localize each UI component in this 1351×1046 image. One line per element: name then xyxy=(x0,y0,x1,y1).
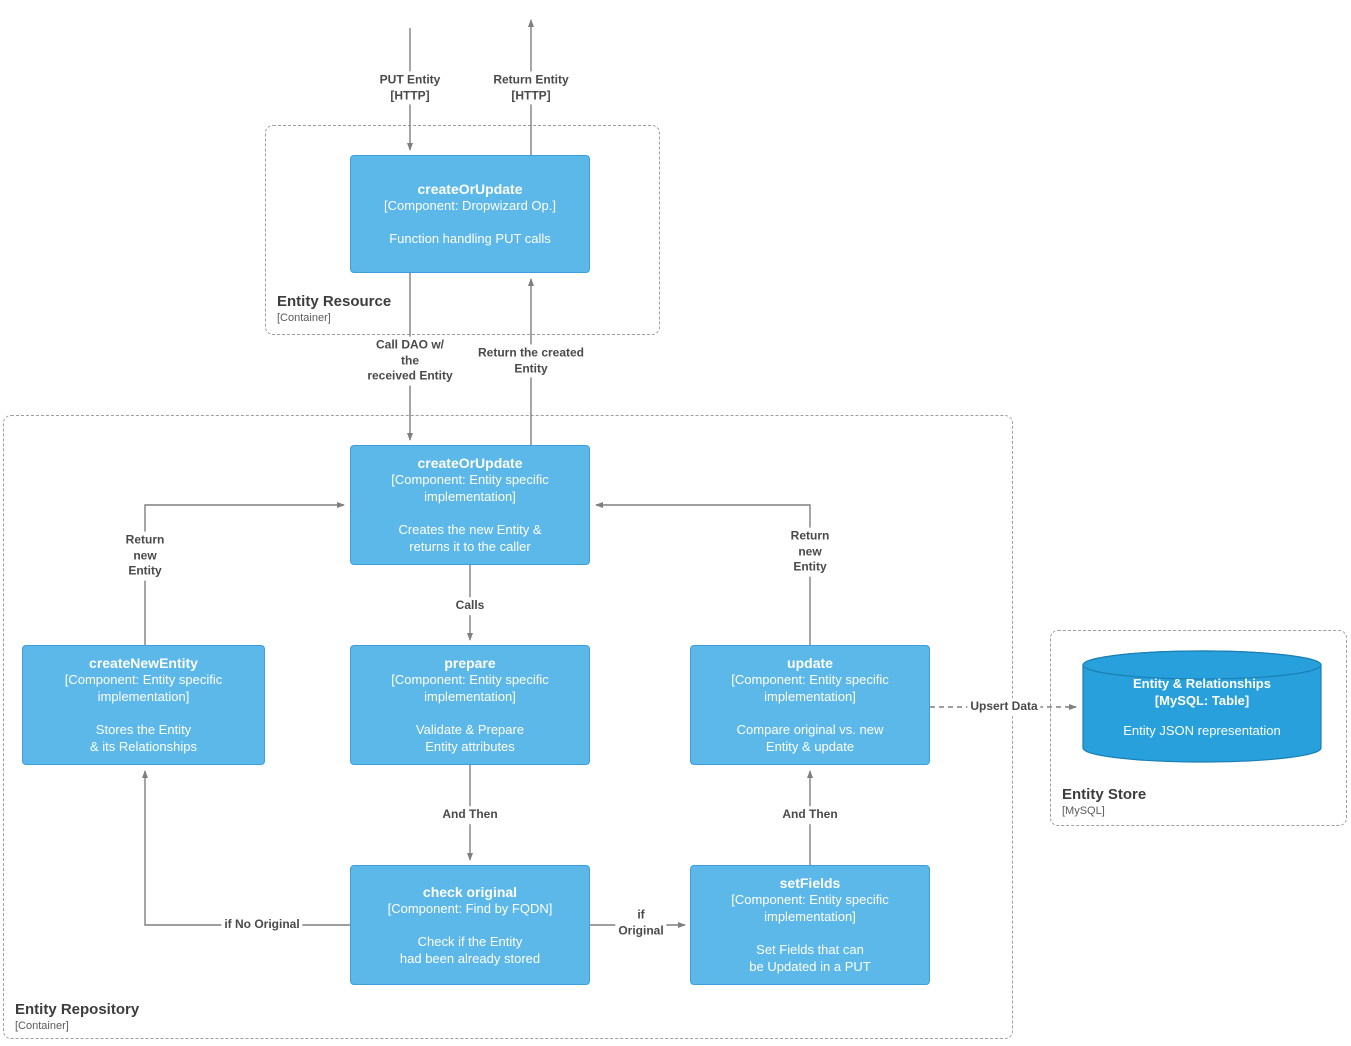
node-prepare-meta: [Component: Entity specific implementati… xyxy=(391,672,549,705)
container-entity-repository xyxy=(3,415,1013,1039)
node-createorupdate-repository-title: createOrUpdate xyxy=(417,455,523,472)
edge-label-and-then-left: And Then xyxy=(439,806,501,824)
node-createnewentity-title: createNewEntity xyxy=(89,655,198,672)
node-prepare-title: prepare xyxy=(444,655,496,672)
node-check-original: check original [Component: Find by FQDN]… xyxy=(350,865,590,985)
edge-label-and-then-right: And Then xyxy=(779,806,841,824)
node-setfields-desc: Set Fields that can be Updated in a PUT xyxy=(749,942,871,974)
node-update-title: update xyxy=(787,655,833,672)
edge-label-if-original: if Original xyxy=(615,906,667,940)
container-entity-resource xyxy=(265,125,660,335)
database-desc: Entity JSON representation xyxy=(1123,722,1281,738)
container-entity-store-subtitle: [MySQL] xyxy=(1062,805,1105,817)
node-update-desc: Compare original vs. new Entity & update xyxy=(736,722,884,754)
container-entity-resource-label: Entity Resource [Container] xyxy=(277,293,391,324)
node-createorupdate-resource: createOrUpdate [Component: Dropwizard Op… xyxy=(350,155,590,273)
node-prepare-desc: Validate & Prepare Entity attributes xyxy=(415,722,525,754)
edge-label-if-no-original: if No Original xyxy=(221,916,303,934)
edge-label-return-entity: Return Entity [HTTP] xyxy=(490,71,572,105)
database-meta: [MySQL: Table] xyxy=(1154,692,1250,708)
edge-if-no-original-line xyxy=(142,770,350,926)
container-entity-store xyxy=(1050,630,1347,826)
container-entity-store-label: Entity Store [MySQL] xyxy=(1062,786,1146,817)
edge-label-upsert-data: Upsert Data xyxy=(967,698,1041,716)
node-createorupdate-repository-meta: [Component: Entity specific implementati… xyxy=(391,472,549,505)
node-check-original-meta: [Component: Find by FQDN] xyxy=(387,900,553,916)
node-createorupdate-resource-desc: Function handling PUT calls xyxy=(389,231,551,247)
edge-return-new-right-line xyxy=(595,502,811,645)
node-setfields-meta: [Component: Entity specific implementati… xyxy=(731,892,889,925)
edge-label-call-dao: Call DAO w/ the received Entity xyxy=(364,336,456,386)
node-createorupdate-resource-meta: [Component: Dropwizard Op.] xyxy=(384,198,556,214)
edge-label-put-entity: PUT Entity [HTTP] xyxy=(376,71,444,105)
edge-return-new-left-line xyxy=(144,502,345,645)
container-entity-resource-title: Entity Resource xyxy=(277,293,392,310)
container-entity-store-title: Entity Store xyxy=(1062,786,1147,803)
node-check-original-title: check original xyxy=(422,883,518,900)
database-label: Entity & Relationships [MySQL: Table] En… xyxy=(1082,650,1322,763)
node-check-original-desc: Check if the Entity had been already sto… xyxy=(399,933,541,966)
node-prepare: prepare [Component: Entity specific impl… xyxy=(350,645,590,765)
edge-label-return-new-right: Return new Entity xyxy=(787,527,833,577)
node-createorupdate-resource-title: createOrUpdate xyxy=(417,181,523,198)
edge-label-return-new-left: Return new Entity xyxy=(122,531,168,581)
database-cylinder-icon xyxy=(1082,650,1322,763)
container-entity-repository-title: Entity Repository xyxy=(15,1001,140,1018)
database-title: Entity & Relationships xyxy=(1133,676,1271,691)
container-entity-resource-subtitle: [Container] xyxy=(277,312,331,324)
node-setfields: setFields [Component: Entity specific im… xyxy=(690,865,930,985)
container-entity-repository-subtitle: [Container] xyxy=(15,1020,69,1032)
node-createnewentity-desc: Stores the Entity & its Relationships xyxy=(90,722,197,754)
node-update-meta: [Component: Entity specific implementati… xyxy=(731,672,889,705)
node-createnewentity-meta: [Component: Entity specific implementati… xyxy=(64,672,223,705)
node-update: update [Component: Entity specific imple… xyxy=(690,645,930,765)
node-createnewentity: createNewEntity [Component: Entity speci… xyxy=(22,645,265,765)
database-entity-relationships: Entity & Relationships [MySQL: Table] En… xyxy=(1082,650,1322,763)
node-createorupdate-repository-desc: Creates the new Entity & returns it to t… xyxy=(398,522,542,554)
container-entity-repository-label: Entity Repository [Container] xyxy=(15,1001,139,1032)
edge-label-return-created: Return the created Entity xyxy=(474,344,588,378)
node-setfields-title: setFields xyxy=(779,875,841,892)
node-createorupdate-repository: createOrUpdate [Component: Entity specif… xyxy=(350,445,590,565)
edge-label-calls: Calls xyxy=(452,597,488,615)
